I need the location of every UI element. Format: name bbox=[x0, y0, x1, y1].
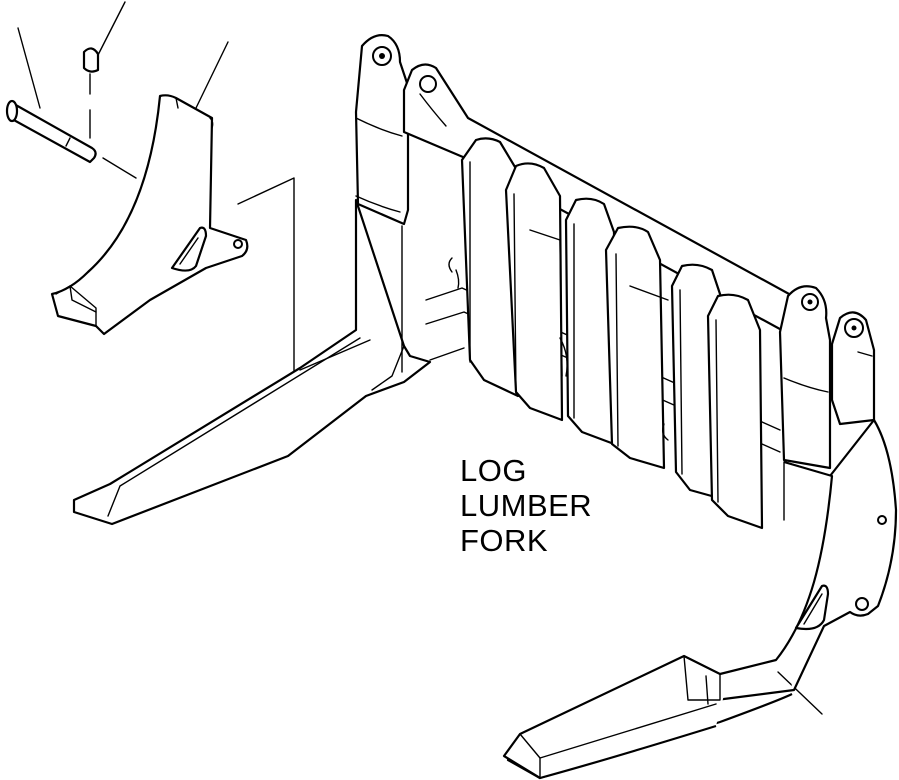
detail-marks bbox=[448, 257, 873, 441]
fork-tine-right bbox=[502, 418, 898, 780]
right-upright bbox=[778, 285, 876, 470]
fork-pin bbox=[5, 99, 97, 164]
caption-line-1: LOG bbox=[460, 453, 527, 488]
caption-line-3: FORK bbox=[460, 523, 549, 558]
lock-pin bbox=[82, 47, 100, 139]
left-upright bbox=[354, 34, 410, 373]
fork-bracket-detached bbox=[50, 94, 295, 373]
backrest-frames bbox=[460, 137, 764, 530]
fork-tine-left bbox=[72, 198, 432, 526]
leader-lines bbox=[17, 1, 823, 715]
caption-line-2: LUMBER bbox=[460, 488, 593, 523]
